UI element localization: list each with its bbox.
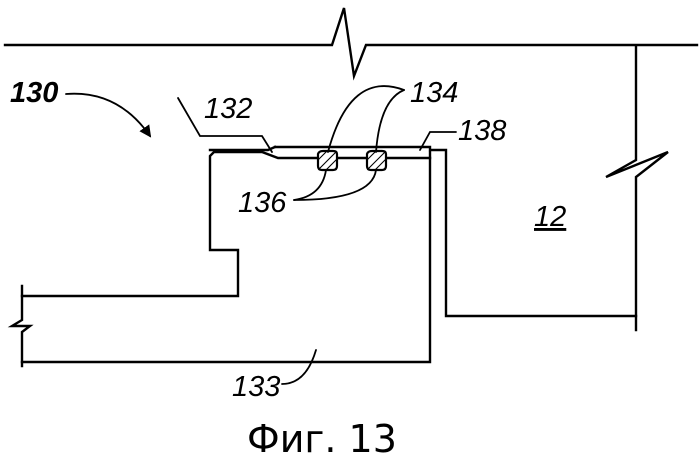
leader-133 <box>282 350 316 384</box>
component-left-break <box>12 286 30 366</box>
component-step-outline <box>22 152 430 296</box>
leader-130-arrow <box>66 94 150 136</box>
label-136: 136 <box>238 187 287 219</box>
label-130: 130 <box>10 77 58 109</box>
housing-top-edge <box>5 8 697 76</box>
figure-caption: Фиг. 13 <box>247 417 397 461</box>
seal-2 <box>361 148 393 176</box>
label-138: 138 <box>458 115 506 147</box>
leader-134-a <box>328 86 404 152</box>
label-134: 134 <box>410 77 458 109</box>
label-132: 132 <box>204 93 252 125</box>
housing-right-edge <box>606 47 668 330</box>
leader-136-b <box>294 170 376 200</box>
housing-bore-outline <box>275 147 636 316</box>
label-133: 133 <box>232 371 280 403</box>
label-12: 12 <box>534 201 566 233</box>
leader-136-a <box>294 170 326 200</box>
leader-134-b <box>376 90 404 152</box>
housing-edge-surface <box>210 147 275 150</box>
